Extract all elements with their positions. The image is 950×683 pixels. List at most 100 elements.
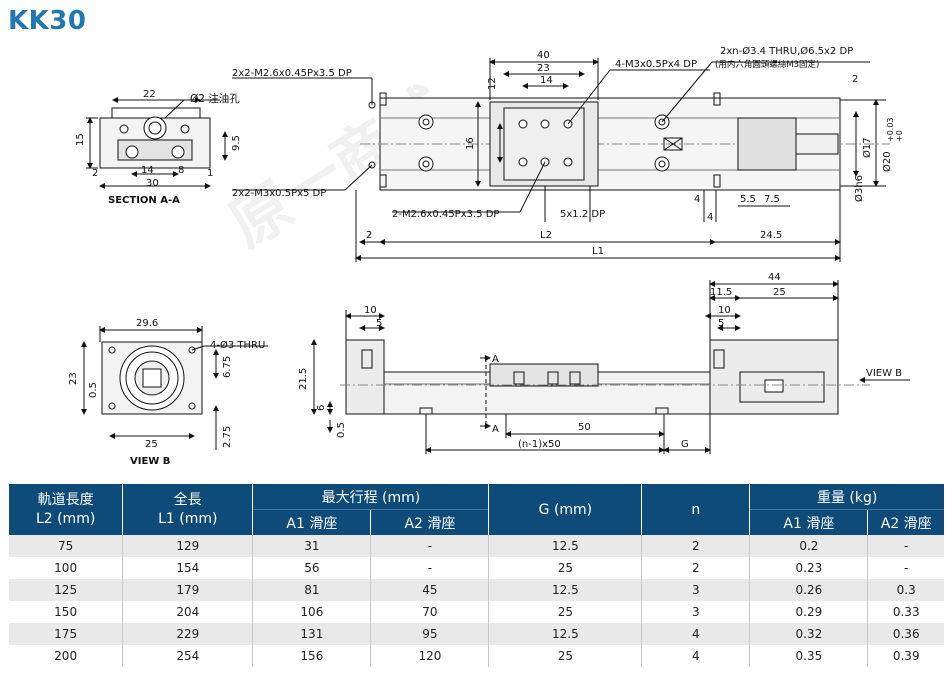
dim-4a: 4: [694, 194, 700, 205]
dim-2-right: 2: [852, 74, 858, 85]
header-rail-length-label: 軌道長度: [37, 491, 94, 508]
section-a-marker-top: A: [492, 354, 499, 365]
cell-stroke-a1: 156: [252, 645, 371, 667]
cell-g: 12.5: [488, 535, 642, 557]
header-n: n: [641, 484, 750, 535]
dim-14-top: 14: [540, 75, 553, 86]
dim-d3h6: Ø3h6: [853, 175, 865, 202]
cell-n: 3: [641, 601, 750, 623]
cell-weight-a1: 0.2: [749, 535, 868, 557]
header-weight-a2: A2 滑座: [867, 509, 944, 535]
header-rail-length: 軌道長度 L2 (mm): [9, 484, 123, 535]
header-weight-a1: A1 滑座: [749, 509, 868, 535]
cell-l2: 75: [9, 535, 123, 557]
cell-g: 25: [488, 601, 642, 623]
cell-stroke-a2: -: [370, 557, 489, 579]
dim-50: 50: [578, 422, 591, 433]
dim-24-5: 24.5: [760, 230, 782, 241]
cell-l2: 100: [9, 557, 123, 579]
dim-5-left: 5: [376, 318, 382, 329]
cell-weight-a2: 0.39: [867, 645, 944, 667]
dim-15: 15: [75, 133, 86, 146]
dim-8: 8: [178, 165, 184, 176]
cell-l2: 175: [9, 623, 123, 645]
cell-stroke-a1: 131: [252, 623, 371, 645]
cell-g: 25: [488, 557, 642, 579]
header-total-length-label: 全長: [173, 491, 202, 508]
cell-g: 12.5: [488, 579, 642, 601]
dim-tol-plus: +0.03: [886, 117, 895, 142]
view-b-caption: VIEW B: [130, 456, 170, 467]
dim-25-side: 25: [773, 287, 786, 298]
dim-5-right: 5: [718, 318, 724, 329]
header-weight: 重量 (kg): [749, 484, 944, 510]
cell-n: 3: [641, 579, 750, 601]
cell-stroke-a1: 31: [252, 535, 371, 557]
dim-1: 1: [207, 168, 213, 179]
dim-21-5: 21.5: [298, 368, 309, 390]
top-view: [232, 58, 890, 262]
callout-thru-4: 4-Ø3 THRU: [210, 339, 265, 351]
dim-g: G: [681, 439, 689, 450]
cell-g: 12.5: [488, 623, 642, 645]
cell-l2: 200: [9, 645, 123, 667]
dim-2-75: 2.75: [222, 426, 233, 448]
section-a-caption: SECTION A-A: [108, 195, 180, 206]
dim-l2: L2: [540, 230, 552, 241]
dim-0-5-side: 0.5: [336, 422, 347, 438]
cell-l1: 179: [122, 579, 253, 601]
dim-9-5: 9.5: [231, 135, 242, 151]
cell-l1: 254: [122, 645, 253, 667]
header-stroke-a2: A2 滑座: [370, 509, 489, 535]
dim-5-5: 5.5: [740, 194, 756, 205]
cell-l1: 129: [122, 535, 253, 557]
cell-l1: 154: [122, 557, 253, 579]
callout-screw-note: (用内六角圓頭螺絲M3固定): [715, 59, 819, 70]
cell-weight-a1: 0.35: [749, 645, 868, 667]
dim-40: 40: [537, 50, 550, 61]
header-total-length: 全長 L1 (mm): [122, 484, 253, 535]
section-a-marker-bottom: A: [492, 424, 499, 435]
callout-thru-holes: 2xn-Ø3.4 THRU,Ø6.5x2 DP: [720, 45, 853, 57]
dim-6: 6: [316, 405, 327, 411]
view-b-arrow-label: VIEW B: [866, 368, 902, 379]
callout-m2-6-bottom: 2-M2.6x0.45Px3.5 DP: [392, 209, 499, 220]
cell-stroke-a2: -: [370, 535, 489, 557]
header-stroke-a1: A1 滑座: [252, 509, 371, 535]
page-title: KK30: [8, 6, 87, 36]
header-rail-length-unit: L2 (mm): [35, 510, 96, 527]
cell-stroke-a1: 56: [252, 557, 371, 579]
dim-2-left: 2: [366, 230, 372, 241]
cell-stroke-a2: 70: [370, 601, 489, 623]
cell-l1: 229: [122, 623, 253, 645]
cell-n: 4: [641, 645, 750, 667]
cell-weight-a2: 0.33: [867, 601, 944, 623]
cell-n: 2: [641, 557, 750, 579]
cell-weight-a2: 0.36: [867, 623, 944, 645]
cell-stroke-a2: 95: [370, 623, 489, 645]
callout-m3-carriage: 4-M3x0.5Px4 DP: [615, 59, 697, 70]
cell-g: 25: [488, 645, 642, 667]
dim-16: 16: [465, 137, 476, 150]
header-max-stroke: 最大行程 (mm): [252, 484, 489, 510]
cell-n: 2: [641, 535, 750, 557]
callout-m3-side: 2x2-M3x0.5Px5 DP: [232, 188, 326, 199]
view-b: [81, 326, 268, 450]
dim-23: 23: [68, 372, 79, 385]
header-total-length-unit: L1 (mm): [158, 510, 218, 527]
section-a-a: [86, 97, 228, 189]
cell-n: 4: [641, 623, 750, 645]
dim-d17: Ø17: [861, 137, 873, 158]
cell-weight-a2: -: [867, 557, 944, 579]
cell-weight-a1: 0.29: [749, 601, 868, 623]
cell-weight-a2: -: [867, 535, 944, 557]
dim-25-b: 25: [145, 439, 158, 450]
dim-l1: L1: [592, 246, 604, 257]
dim-pitch: (n-1)x50: [518, 439, 561, 450]
dim-4b: 4: [707, 212, 713, 223]
dim-tol-zero: +0: [895, 130, 904, 142]
dim-14: 14: [141, 165, 154, 176]
